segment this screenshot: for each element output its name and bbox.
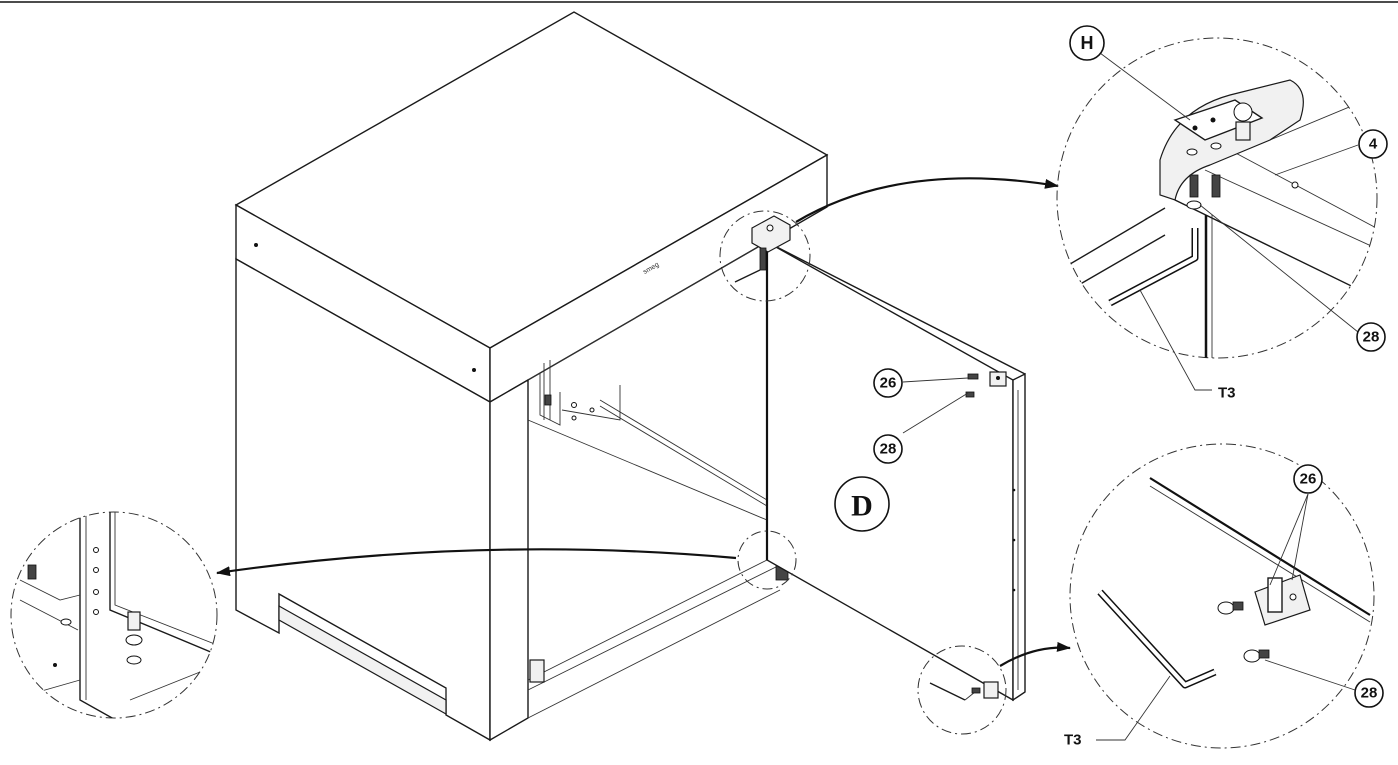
door-label-d: D (834, 476, 890, 532)
label-t3-top: T3 (1218, 385, 1236, 402)
arrow-to-detail-bottom (999, 641, 1071, 667)
detail-bottom-view (1069, 443, 1375, 749)
detail-left-view (10, 511, 218, 719)
svg-text:4: 4 (1369, 136, 1378, 153)
callout-28-door: 28 (873, 434, 903, 464)
detail-circle-top (719, 210, 811, 302)
svg-text:H: H (1081, 33, 1094, 53)
svg-text:26: 26 (1300, 471, 1317, 488)
callout-4: 4 (1358, 129, 1388, 159)
callout-28-bottom: 28 (1354, 678, 1384, 708)
detail-circle-left (737, 530, 797, 590)
arrow-to-detail-left (216, 548, 737, 577)
cabinet: smeg (234, 11, 829, 742)
detail-h-view (1056, 37, 1378, 391)
callout-26-door: 26 (873, 368, 903, 398)
cabinet-front-leg (489, 378, 529, 742)
label-t3-bottom: T3 (1064, 732, 1082, 749)
svg-text:28: 28 (1361, 685, 1378, 702)
svg-text:D: D (851, 490, 873, 523)
top-hinge (734, 215, 791, 283)
detail-circle-bottom (917, 645, 1007, 735)
svg-text:28: 28 (1363, 329, 1380, 346)
arrow-to-detail-h (795, 177, 1059, 223)
door-panel (765, 240, 1026, 702)
callout-26-bottom: 26 (1293, 464, 1323, 494)
callout-28-top: 28 (1356, 322, 1386, 352)
callout-detail-h: H (1069, 25, 1105, 61)
svg-text:28: 28 (880, 441, 897, 458)
door-edge (1012, 372, 1026, 702)
svg-text:26: 26 (880, 375, 897, 392)
door-front (766, 240, 1014, 702)
